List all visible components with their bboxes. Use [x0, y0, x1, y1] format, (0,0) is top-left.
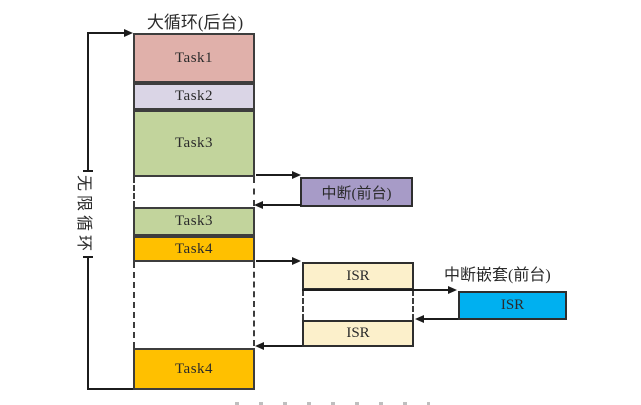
- isr-bottom-label: ISR: [346, 325, 370, 341]
- interrupt-return-line: [262, 204, 301, 206]
- isr-gap-right-dashed: [412, 290, 414, 320]
- nested-isr-label: ISR: [500, 297, 525, 313]
- interrupt-return-arrowhead-icon: [254, 201, 263, 209]
- isr-to-nested-arrowhead-icon: [448, 286, 457, 294]
- isr-to-nested-line: [302, 289, 450, 291]
- task4-label: Task4: [174, 240, 214, 257]
- task1-block: Task1: [133, 33, 255, 83]
- gap1-right-dashed: [253, 177, 255, 206]
- task2-label: Task2: [174, 88, 214, 104]
- loop-rail-lower: [87, 258, 89, 390]
- task4-to-isr-line: [256, 260, 294, 262]
- task2-block: Task2: [133, 83, 255, 110]
- task4-resume-block: Task4: [133, 348, 255, 390]
- task3-to-interrupt-line: [256, 174, 294, 176]
- interrupt-box: 中断(前台): [300, 177, 413, 207]
- nested-isr-box: ISR: [458, 291, 567, 320]
- task1-label: Task1: [174, 49, 214, 66]
- task4-resume-label: Task4: [174, 360, 214, 377]
- nested-return-arrowhead-icon: [415, 315, 424, 323]
- isr-return-line: [263, 345, 302, 347]
- clipped-caption-fragments: [235, 402, 430, 405]
- loop-bottom-line: [88, 388, 134, 390]
- isr-gap-left-dashed: [302, 290, 304, 320]
- task3-resume-block: Task3: [133, 207, 255, 236]
- loop-tick-top: [83, 170, 93, 172]
- loop-rail-upper: [87, 32, 89, 170]
- nested-return-line: [423, 318, 458, 320]
- task3-resume-label: Task3: [174, 213, 214, 229]
- background-loop-title: 大循环(后台): [146, 13, 244, 32]
- isr-return-arrowhead-icon: [255, 342, 264, 350]
- loop-top-arrowhead-icon: [124, 29, 133, 37]
- isr-top-box: ISR: [302, 262, 414, 290]
- infinite-loop-label: 无限循环: [75, 174, 92, 256]
- task3-to-interrupt-arrowhead-icon: [292, 171, 301, 179]
- task4-block: Task4: [133, 236, 255, 262]
- gap2-right-dashed: [253, 262, 255, 346]
- loop-tick-bottom: [83, 256, 93, 258]
- task4-to-isr-arrowhead-icon: [292, 257, 301, 265]
- task3-block: Task3: [133, 110, 255, 177]
- isr-top-label: ISR: [346, 267, 370, 284]
- nested-interrupt-title: 中断嵌套(前台): [444, 267, 551, 284]
- gap1-left-dashed: [133, 177, 135, 207]
- gap2-left-dashed: [133, 262, 135, 348]
- isr-bottom-box: ISR: [302, 320, 414, 347]
- loop-top-line: [88, 32, 126, 34]
- task3-label: Task3: [174, 135, 214, 151]
- interrupt-label: 中断(前台): [321, 185, 392, 202]
